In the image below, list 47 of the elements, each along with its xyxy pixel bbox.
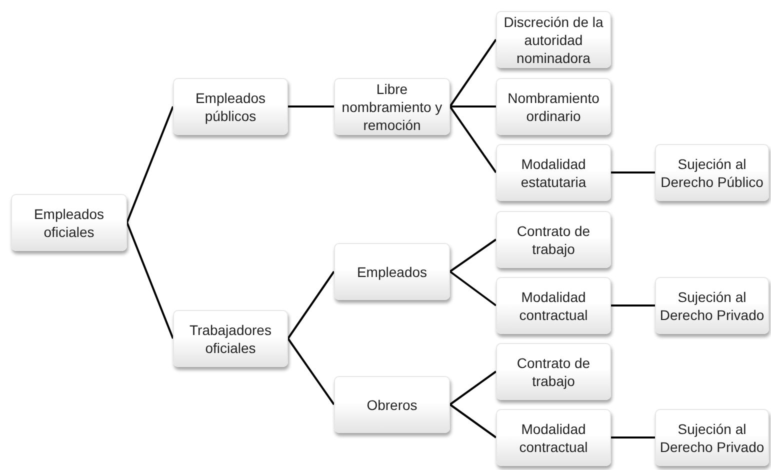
box-label: Sujeción al Derecho Privado <box>659 288 765 324</box>
category-box <box>334 376 450 433</box>
box-label: Modalidad contractual <box>518 288 589 324</box>
connector-line <box>611 304 655 306</box>
box-label: Modalidad estatutaria <box>520 154 588 190</box>
category-box <box>655 277 769 334</box>
box-label: Nombramiento ordinario <box>506 88 600 124</box>
box-label: Libre nombramiento y remoción <box>340 80 444 134</box>
connector-line <box>611 436 655 438</box>
connector-line <box>449 238 497 272</box>
connector-line <box>288 106 334 108</box>
category-box <box>496 277 611 334</box>
category-box <box>655 144 769 201</box>
category-box <box>496 211 611 268</box>
category-box <box>334 78 450 135</box>
box-label: Modalidad contractual <box>518 420 589 456</box>
box-label: Trabajadores oficiales <box>188 320 272 356</box>
connector-line <box>126 106 174 223</box>
category-box <box>496 343 611 400</box>
category-box <box>11 194 127 251</box>
connector-line <box>449 270 497 306</box>
box-label: Obreros <box>366 396 418 414</box>
connector-line <box>611 172 655 174</box>
connector-line <box>287 338 335 406</box>
box-label: Discreción de la autoridad nominadora <box>502 12 604 66</box>
category-box <box>173 78 288 135</box>
box-label: Contrato de trabajo <box>516 354 592 390</box>
box-label: Empleados oficiales <box>32 204 106 240</box>
category-box <box>655 409 769 466</box>
category-box <box>173 310 288 367</box>
category-box <box>496 78 611 135</box>
connector-line <box>287 270 335 340</box>
connector-line <box>449 106 497 174</box>
connector-line <box>450 106 496 108</box>
category-box <box>496 144 611 201</box>
category-box <box>496 409 611 466</box>
connector-line <box>449 38 497 108</box>
box-label: Contrato de trabajo <box>516 222 592 258</box>
box-label: Empleados públicos <box>194 88 267 124</box>
connector-line <box>449 370 497 406</box>
box-label: Empleados <box>356 262 428 280</box>
box-label: Sujeción al Derecho Privado <box>659 420 765 456</box>
connector-line <box>126 222 174 339</box>
connector-line <box>449 404 497 438</box>
category-box <box>496 11 611 68</box>
category-box <box>334 243 450 300</box>
box-label: Sujeción al Derecho Público <box>660 154 764 190</box>
